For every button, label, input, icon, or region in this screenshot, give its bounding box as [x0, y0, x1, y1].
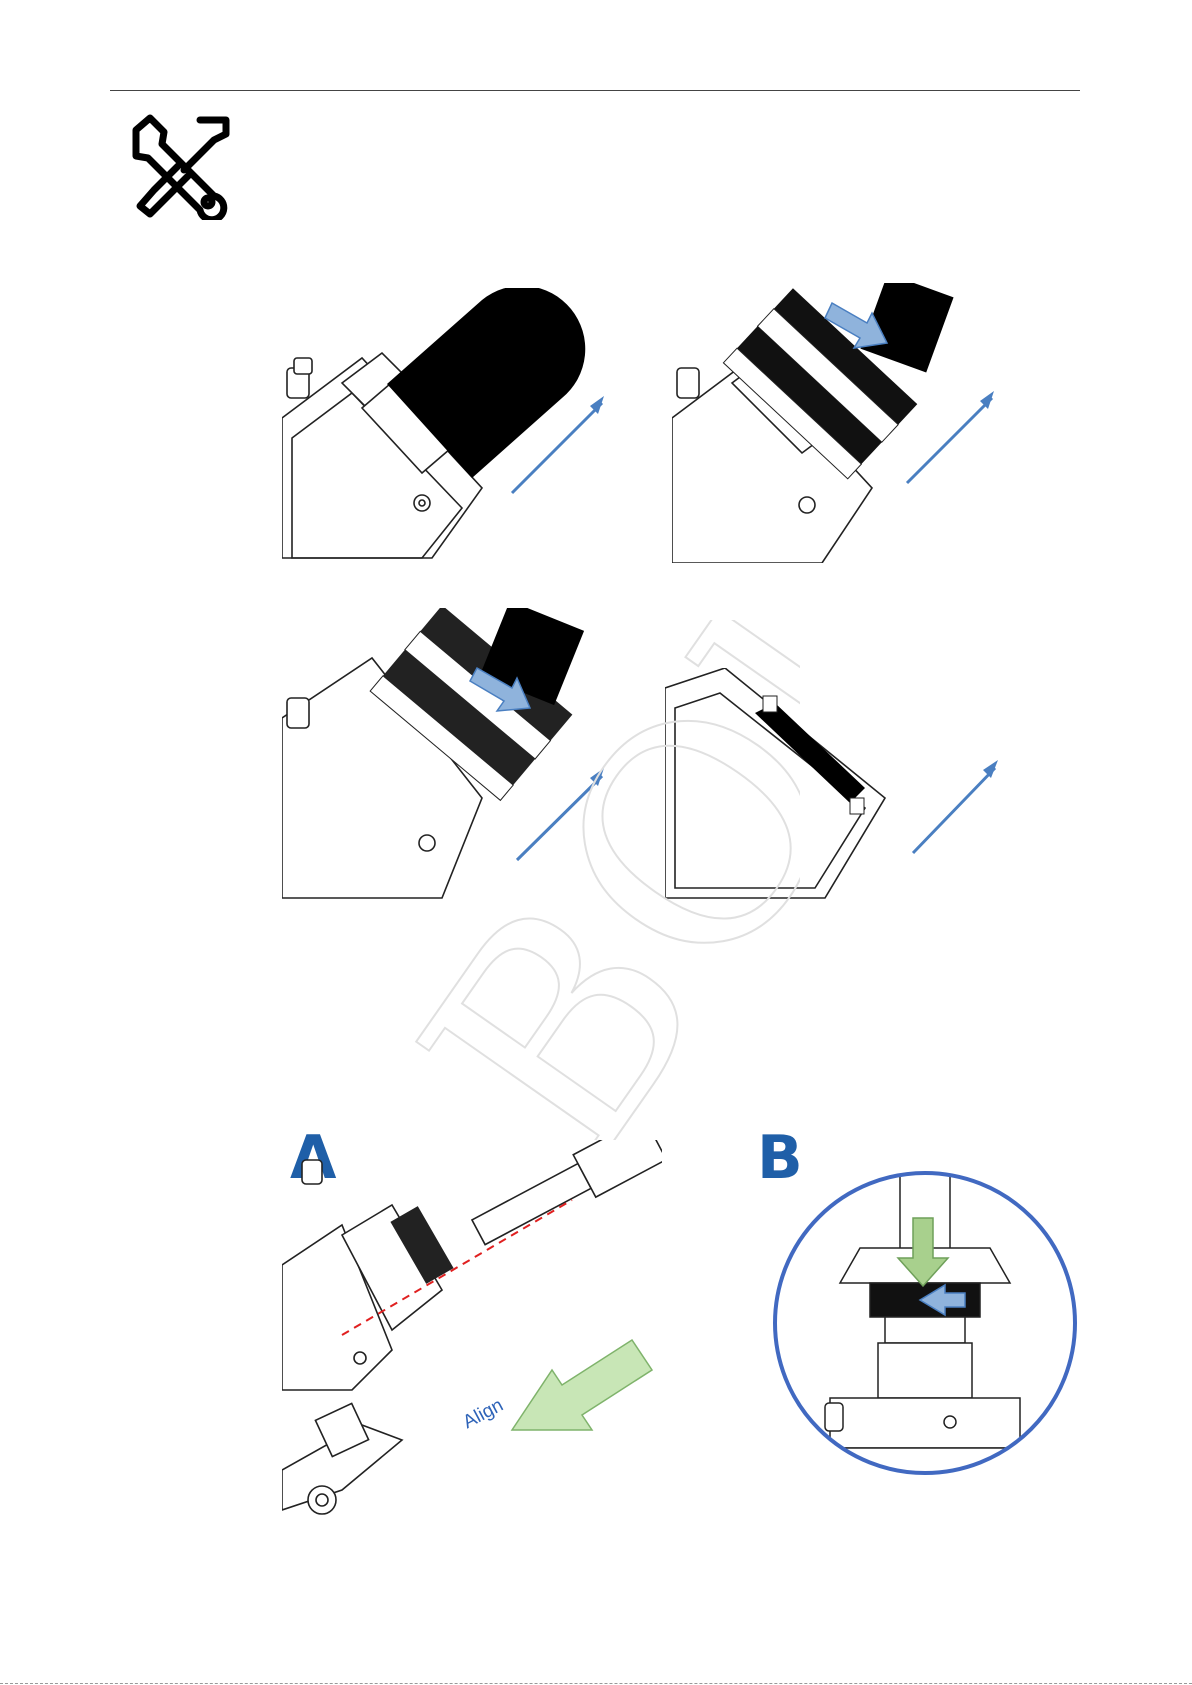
figure-detail-a-align: [282, 1140, 662, 1520]
figure-step4-mount-plate: [665, 668, 1005, 908]
figure-step1-cap-removal: [282, 288, 622, 568]
figure-step3-ring-tighten: [282, 608, 622, 908]
figure-detail-b-magnified: [770, 1168, 1080, 1478]
header-rule: [110, 90, 1080, 91]
figure-step2-ring-rotate: [672, 283, 1012, 563]
wrench-screwdriver-icon: [128, 110, 238, 220]
